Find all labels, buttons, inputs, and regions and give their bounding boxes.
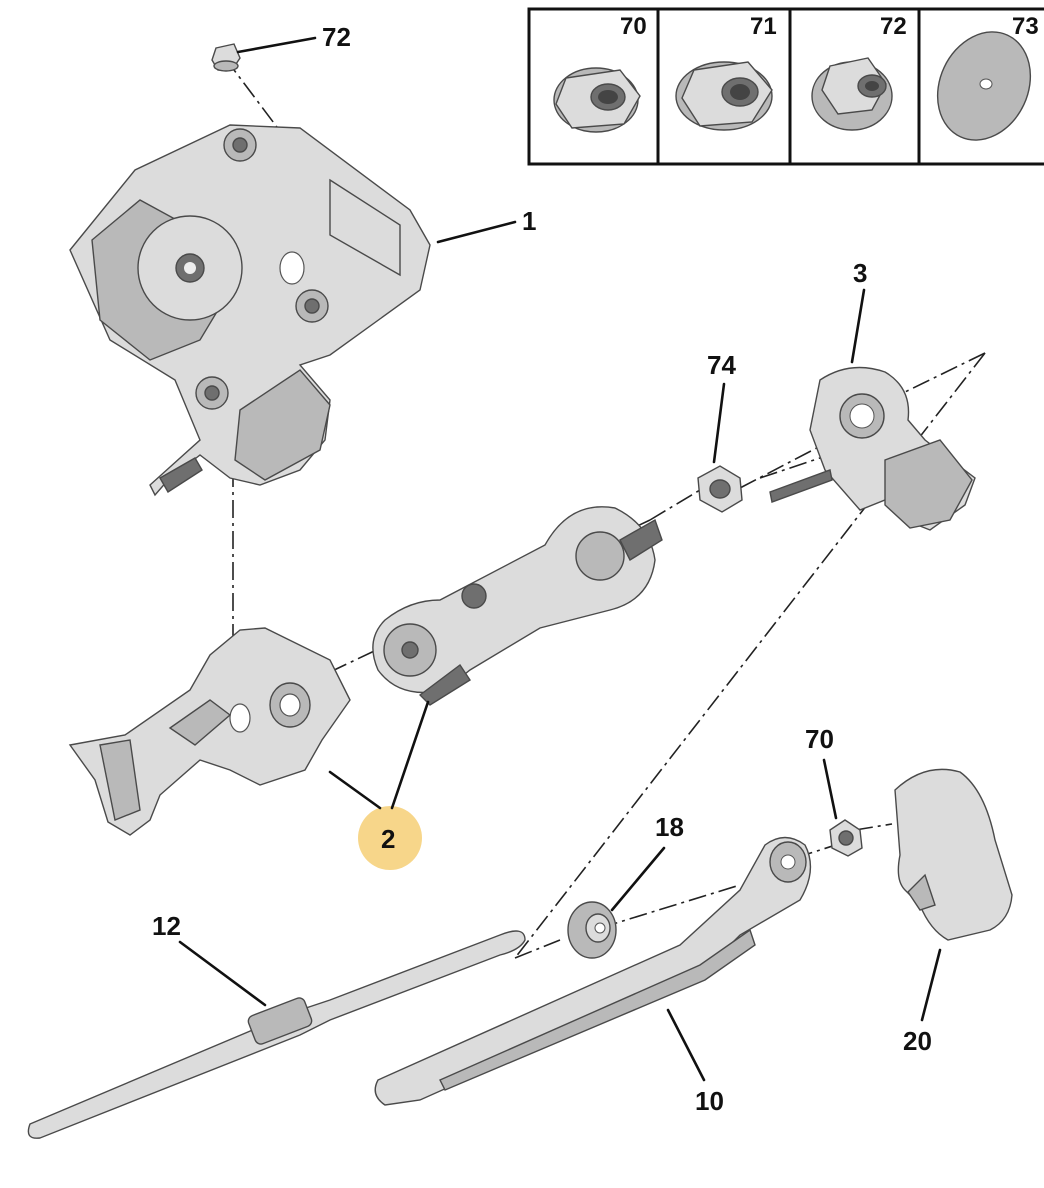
fastener-inset: 70 71 72 73: [527, 7, 1044, 166]
cap-part: [894, 768, 1013, 941]
callout-2: 2: [381, 824, 395, 854]
spindle-housing-part: [769, 366, 976, 531]
callout-74: 74: [707, 350, 736, 380]
arm-nut-part: [829, 819, 863, 857]
washer-nut-icon: [811, 57, 893, 131]
highlight-circle: [358, 806, 422, 870]
callout-18: 18: [655, 812, 684, 842]
callout-70: 70: [805, 724, 834, 754]
wiper-motor-part: [69, 124, 431, 497]
callout-72: 72: [322, 22, 351, 52]
top-nut-part: [211, 43, 241, 72]
callout-20: 20: [903, 1026, 932, 1056]
inset-label-73: 73: [1012, 13, 1039, 40]
flat-washer-icon: [936, 31, 1032, 141]
callout-1: 1: [522, 206, 536, 236]
callout-10: 10: [695, 1086, 724, 1116]
flange-nut-icon: [553, 67, 641, 133]
link-bracket-part: [68, 506, 663, 836]
wiper-blade-part: [27, 930, 526, 1139]
wiper-arm-part: [374, 836, 812, 1106]
inset-label-70: 70: [620, 13, 647, 40]
inset-label-71: 71: [750, 13, 777, 40]
callout-3: 3: [853, 258, 867, 288]
callout-12: 12: [152, 911, 181, 941]
hex-nut-icon: [675, 61, 773, 131]
seal-part: [567, 901, 617, 959]
inset-label-72: 72: [880, 13, 907, 40]
spindle-nut-part: [697, 465, 743, 513]
